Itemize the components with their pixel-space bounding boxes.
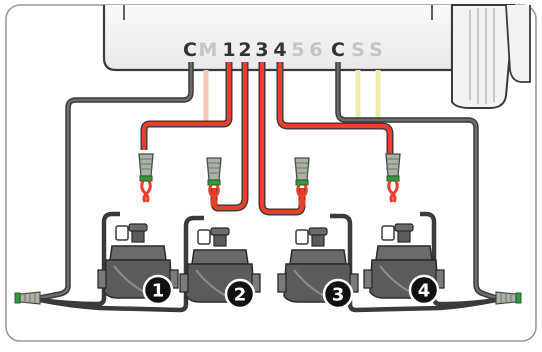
valve-number-3: 3 bbox=[332, 285, 345, 306]
terminal-label-2: 1 bbox=[222, 39, 235, 61]
terminal-label-6: 5 bbox=[291, 39, 304, 61]
valve-number-2: 2 bbox=[234, 285, 247, 306]
valve-number-1: 1 bbox=[152, 281, 165, 302]
wire-nut-common-right bbox=[496, 292, 521, 304]
solenoid-4 bbox=[382, 226, 394, 240]
terminal-label-7: 6 bbox=[309, 39, 322, 61]
terminal-label-5: 4 bbox=[273, 39, 286, 61]
terminal-label-4: 3 bbox=[255, 39, 268, 61]
terminal-label-3: 2 bbox=[238, 39, 251, 61]
terminal-label-9: S bbox=[351, 39, 365, 61]
terminal-label-8: C bbox=[331, 39, 345, 61]
wire-nut-common-left bbox=[15, 292, 40, 304]
terminal-label-0: C bbox=[183, 39, 197, 61]
solenoid-1 bbox=[116, 226, 128, 240]
valve-number-4: 4 bbox=[418, 281, 431, 302]
terminal-label-10: S bbox=[369, 39, 383, 61]
terminal-label-1: M bbox=[199, 39, 218, 61]
solenoid-2 bbox=[198, 230, 210, 244]
solenoid-3 bbox=[296, 230, 308, 244]
